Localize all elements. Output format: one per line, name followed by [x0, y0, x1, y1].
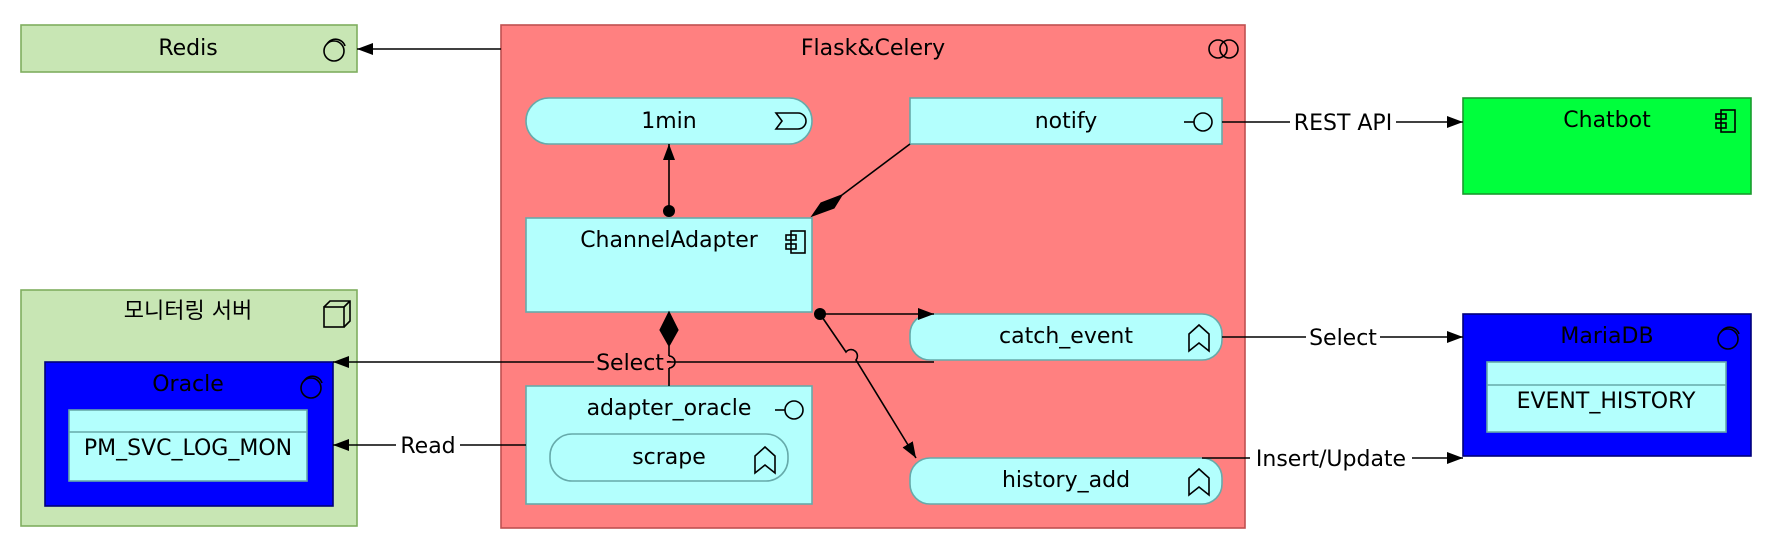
mariadb-label: MariaDB — [1560, 324, 1653, 349]
read-label: Read — [400, 434, 455, 459]
history-add-function[interactable]: history_add — [909, 457, 1223, 505]
component-icon — [1715, 109, 1736, 133]
event-history-table: EVENT_HISTORY — [1517, 389, 1696, 414]
collaboration-icon — [1208, 39, 1239, 59]
notify-adapter-composition — [810, 143, 911, 218]
channel-adapter-label: ChannelAdapter — [580, 228, 759, 253]
one-min-event[interactable]: 1min — [525, 97, 813, 145]
adapter-to-functions-edge — [814, 308, 934, 459]
oracle-node[interactable]: Oracle PM_SVC_LOG_MON — [44, 361, 334, 507]
oracle-label: Oracle — [152, 372, 224, 397]
insert-update-label: Insert/Update — [1256, 447, 1406, 472]
node-icon — [323, 300, 351, 328]
event-icon — [774, 112, 807, 130]
scrape-function[interactable]: scrape — [549, 433, 789, 482]
rest-api-label: REST API — [1294, 111, 1392, 136]
system-software-icon — [1717, 326, 1740, 350]
system-software-icon — [300, 375, 323, 399]
adapter-oracle-label: adapter_oracle — [587, 396, 752, 421]
adapter-to-1min-edge — [663, 144, 675, 217]
insert-update-edge: Insert/Update — [1202, 447, 1463, 472]
adapter-oracle-interface[interactable]: adapter_oracle scrape — [525, 385, 813, 505]
catch-event-label: catch_event — [999, 324, 1133, 349]
scrape-label: scrape — [632, 445, 706, 470]
chatbot-node[interactable]: Chatbot — [1462, 97, 1752, 195]
notify-interface[interactable]: notify — [909, 97, 1223, 145]
select-mariadb-edge: Select — [1222, 326, 1463, 351]
channel-adapter-component[interactable]: ChannelAdapter — [525, 217, 813, 313]
function-icon — [1188, 467, 1210, 497]
select-oracle-edge: Select — [333, 351, 934, 376]
read-edge: Read — [333, 434, 526, 459]
notify-label: notify — [1035, 109, 1098, 134]
interface-icon — [1184, 112, 1213, 132]
interface-icon — [775, 400, 804, 420]
select-oracle-label: Select — [596, 351, 664, 376]
redis-label: Redis — [158, 36, 217, 61]
rest-api-edge: REST API — [1222, 111, 1463, 136]
function-icon — [1188, 323, 1210, 353]
select-mariadb-label: Select — [1309, 326, 1377, 351]
monitoring-server-label: 모니터링 서버 — [124, 299, 252, 324]
adapter-oracle-composition — [659, 310, 679, 386]
catch-event-function[interactable]: catch_event — [909, 313, 1223, 361]
chatbot-label: Chatbot — [1563, 108, 1651, 133]
function-icon — [754, 445, 776, 475]
one-min-label: 1min — [641, 109, 696, 134]
history-add-label: history_add — [1002, 468, 1130, 493]
flask-celery-label: Flask&Celery — [801, 36, 945, 61]
redis-node[interactable]: Redis — [20, 24, 358, 73]
mariadb-node[interactable]: MariaDB EVENT_HISTORY — [1462, 313, 1752, 457]
system-software-icon — [323, 38, 346, 62]
pm-svc-log-mon-table: PM_SVC_LOG_MON — [84, 436, 292, 461]
component-icon — [785, 230, 806, 254]
